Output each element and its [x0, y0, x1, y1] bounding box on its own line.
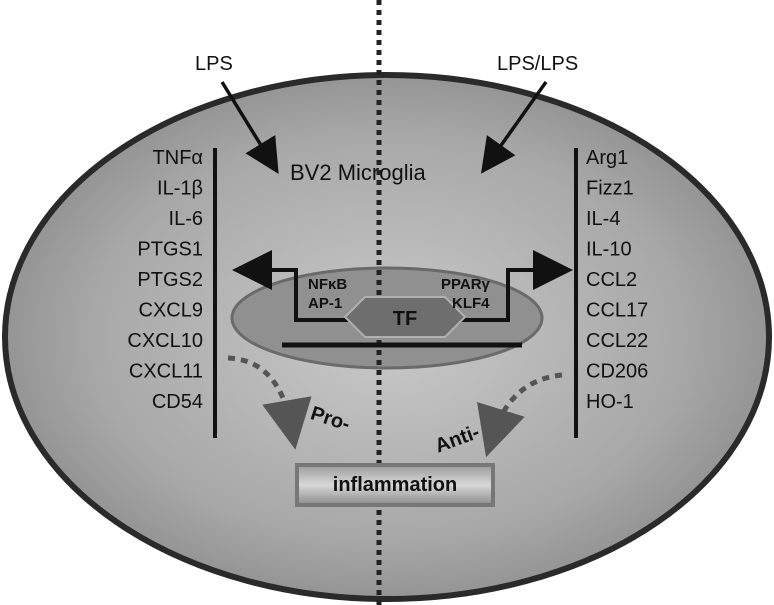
- anti-gene-list: Arg1Fizz1IL-4IL-10CCL2CCL17CCL22CD206HO-…: [586, 147, 648, 413]
- tf-factor-klf4: KLF4: [452, 295, 490, 312]
- input-arrow-left: [220, 81, 279, 174]
- anti-gene-7: CD206: [586, 361, 648, 383]
- cell-label: BV2 Microglia: [290, 160, 426, 185]
- anti-gene-2: IL-4: [586, 208, 620, 230]
- pro-gene-6: CXCL10: [127, 330, 203, 352]
- pro-gene-1: IL-1β: [157, 178, 203, 200]
- input-label-right: LPS/LPS: [497, 53, 578, 75]
- pro-gene-2: IL-6: [169, 208, 203, 230]
- pro-gene-8: CD54: [152, 391, 203, 413]
- inflammation-label: inflammation: [333, 474, 457, 496]
- tf-factor-nfkb: NFκB: [308, 276, 347, 293]
- tf-link-left: [232, 250, 370, 322]
- anti-gene-0: Arg1: [586, 147, 628, 169]
- anti-gene-3: IL-10: [586, 239, 632, 261]
- pro-gene-7: CXCL11: [129, 361, 203, 383]
- pro-gene-3: PTGS1: [137, 239, 203, 261]
- pro-gene-list: TNFαIL-1βIL-6PTGS1PTGS2CXCL9CXCL10CXCL11…: [127, 147, 203, 413]
- tf-label: TF: [393, 308, 417, 330]
- pro-dashed-arrow: [227, 355, 312, 450]
- input-label-left: LPS: [195, 53, 233, 75]
- tf-factor-ppar: PPARγ: [441, 276, 491, 293]
- anti-gene-5: CCL17: [586, 300, 648, 322]
- inflammation-box: [295, 463, 495, 507]
- anti-gene-1: Fizz1: [586, 178, 634, 200]
- tf-factor-ap1: AP-1: [308, 295, 342, 312]
- input-arrow-right: [480, 80, 548, 174]
- pro-gene-4: PTGS2: [137, 269, 203, 291]
- anti-gene-6: CCL22: [586, 330, 648, 352]
- pro-gene-5: CXCL9: [139, 300, 203, 322]
- tf-hexagon: [343, 296, 467, 338]
- pro-gene-0: TNFα: [153, 147, 203, 169]
- anti-gene-4: CCL2: [586, 269, 637, 291]
- anti-gene-8: HO-1: [586, 391, 634, 413]
